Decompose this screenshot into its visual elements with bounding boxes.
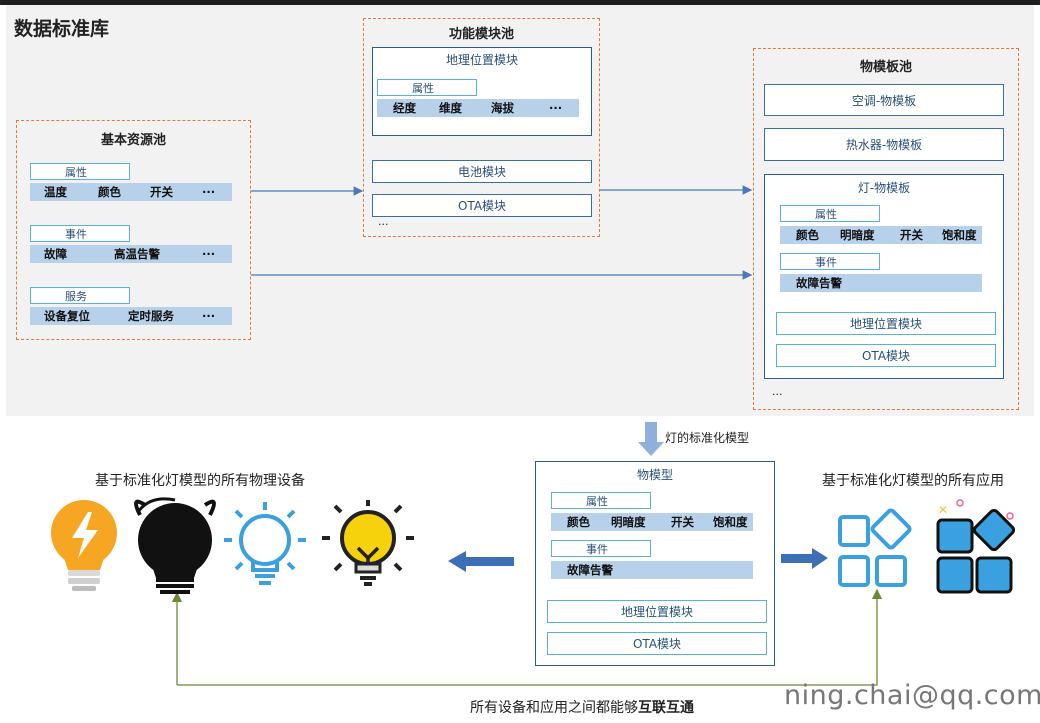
standardization-label: 灯的标准化模型 (665, 431, 750, 445)
devices-caption: 基于标准化灯模型的所有物理设备 (95, 473, 305, 489)
bar-item: 开关 (900, 228, 923, 242)
orange-bulb-icon (51, 500, 117, 591)
template-pool-more: ··· (772, 388, 783, 401)
bar-item: ··· (202, 309, 216, 323)
thing-event-label: 事件 (551, 540, 651, 557)
interconnect-caption-bold: 互联互通 (638, 700, 694, 716)
bar-item: 饱和度 (942, 228, 977, 242)
bar-item: 故障 (44, 247, 67, 261)
app-grid-filled-icon: ✕ (936, 499, 1016, 594)
bar-item: 定时服务 (128, 309, 174, 323)
down-arrow-shaft (645, 422, 657, 442)
bar-item: 经度 (393, 101, 416, 115)
page-title: 数据标准库 (14, 18, 110, 40)
right-arrow-shaft (781, 554, 813, 563)
basic-prop-bar: 温度 颜色 开关 ··· (30, 183, 232, 201)
basic-service-bar: 设备复位 定时服务 ··· (30, 307, 232, 325)
bar-item: 明暗度 (611, 515, 646, 529)
basic-resource-pool (16, 120, 251, 340)
thing-event-bar: 故障告警 (551, 561, 753, 579)
apps-caption: 基于标准化灯模型的所有应用 (822, 473, 1004, 489)
thing-ota-module: OTA模块 (547, 632, 767, 655)
bar-item: ··· (202, 185, 216, 199)
yellow-bulb-icon (322, 500, 414, 586)
black-bulb-icon (134, 497, 216, 594)
thing-prop-label: 属性 (551, 492, 651, 509)
bar-item: 明暗度 (840, 228, 875, 242)
bar-item: 故障告警 (567, 563, 613, 577)
bar-item: 故障告警 (796, 276, 842, 290)
basic-event-bar: 故障 高温告警 ··· (30, 245, 232, 263)
interconnect-caption-plain: 所有设备和应用之间都能够 (470, 700, 638, 716)
bar-item: ··· (202, 247, 216, 261)
bar-item: 颜色 (796, 228, 819, 242)
down-arrow-head (638, 442, 664, 456)
lamp-template-title: 灯-物模板 (857, 181, 911, 195)
geo-module-title: 地理位置模块 (445, 53, 518, 67)
bar-item: ··· (549, 101, 563, 115)
basic-prop-label: 属性 (30, 163, 130, 180)
function-pool-title: 功能模块池 (448, 27, 514, 42)
left-arrow-shaft (466, 557, 514, 566)
bar-item: 开关 (150, 185, 173, 199)
bar-item: 温度 (44, 185, 67, 199)
svg-text:✕: ✕ (938, 503, 948, 517)
battery-module: 电池模块 (372, 160, 592, 183)
app-grid-outline-icon (838, 508, 912, 587)
lamp-prop-bar: 颜色 明暗度 开关 饱和度 (780, 226, 982, 244)
bar-item: 颜色 (98, 185, 121, 199)
bar-item: 海拔 (491, 101, 514, 115)
bar-item: 饱和度 (713, 515, 748, 529)
lamp-event-bar: 故障告警 (780, 274, 982, 292)
interconnect-line (177, 588, 883, 686)
template-pool-title: 物模板池 (859, 60, 912, 75)
ac-template: 空调-物模板 (764, 84, 1004, 116)
basic-pool-title: 基本资源池 (100, 133, 166, 148)
bar-item: 高温告警 (114, 247, 160, 261)
heater-template: 热水器-物模板 (764, 128, 1004, 161)
watermark: ning.chai@qq.com (784, 680, 1040, 711)
thing-geo-module: 地理位置模块 (547, 600, 767, 623)
basic-service-label: 服务 (30, 287, 130, 304)
interconnect-caption: 所有设备和应用之间都能够互联互通 (470, 697, 694, 717)
blue-bulb-icon (224, 502, 306, 585)
template-pool (753, 48, 1019, 410)
bar-item: 维度 (439, 101, 462, 115)
right-arrow-head (812, 548, 828, 569)
lamp-geo-module: 地理位置模块 (776, 312, 996, 335)
bar-item: 设备复位 (44, 309, 90, 323)
lamp-prop-label: 属性 (780, 205, 880, 222)
function-pool-more: ··· (378, 218, 389, 231)
lamp-ota-module: OTA模块 (776, 344, 996, 367)
thing-model-title: 物模型 (636, 468, 673, 482)
bar-item: 颜色 (567, 515, 590, 529)
thing-prop-bar: 颜色 明暗度 开关 饱和度 (551, 513, 753, 531)
function-module-pool (363, 18, 600, 237)
ota-module: OTA模块 (372, 194, 592, 217)
bar-item: 开关 (671, 515, 694, 529)
geo-prop-label: 属性 (377, 79, 477, 96)
top-border (0, 0, 1040, 5)
basic-event-label: 事件 (30, 225, 130, 242)
lamp-event-label: 事件 (780, 253, 880, 270)
geo-prop-bar: 经度 维度 海拔 ··· (377, 99, 579, 117)
left-arrow-head (448, 551, 466, 572)
